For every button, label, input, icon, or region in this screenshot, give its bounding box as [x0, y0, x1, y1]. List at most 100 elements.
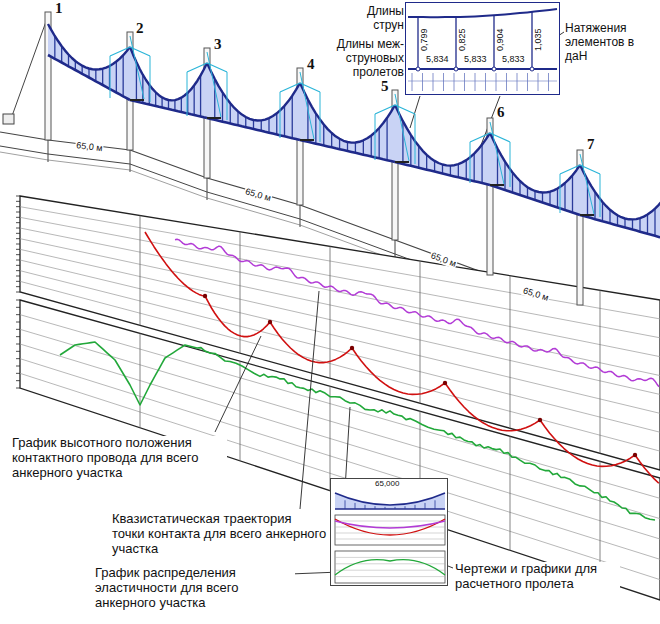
- dropper: [386, 118, 387, 160]
- axis-tick: [16, 249, 20, 250]
- stitch-dropper: [600, 174, 601, 217]
- dropper: [458, 164, 459, 177]
- axis-tick: [16, 314, 20, 315]
- dropper: [549, 192, 550, 205]
- grid-line: [335, 533, 445, 534]
- axis-tick: [16, 196, 20, 197]
- dropper: [102, 69, 103, 85]
- dropper: [405, 506, 406, 509]
- dropper: [481, 145, 482, 184]
- grid-line: [140, 216, 141, 326]
- axis-tick: [16, 201, 20, 202]
- catenary-band: [580, 165, 660, 240]
- stitch-dropper: [320, 92, 321, 142]
- grid-line: [335, 521, 445, 522]
- contact-wire: [395, 162, 490, 185]
- stitch-wire: [560, 165, 600, 174]
- span-tick: [130, 147, 131, 172]
- axis-tick: [16, 307, 20, 308]
- stitch-dropper: [375, 114, 376, 160]
- dropper: [654, 209, 655, 236]
- grid-line: [20, 207, 660, 319]
- cantilever: [490, 122, 504, 184]
- dropper: [504, 162, 505, 190]
- catenary-band: [335, 493, 445, 509]
- dropper: [557, 189, 558, 208]
- support-point: [633, 453, 637, 457]
- support-point: [443, 381, 447, 385]
- messenger-wire: [335, 493, 445, 505]
- tension-tick: [412, 73, 413, 91]
- axis-tick: [16, 222, 20, 223]
- tension-tick: [517, 73, 518, 91]
- dropper-length: 1,035: [534, 28, 543, 51]
- dropper: [379, 128, 380, 158]
- grid-line: [330, 386, 331, 490]
- dropper: [355, 503, 356, 509]
- axis-tick: [16, 358, 20, 359]
- axis-tick: [16, 388, 20, 389]
- dropper: [245, 117, 246, 127]
- dropper: [237, 111, 238, 125]
- cantilever: [395, 161, 409, 163]
- messenger-wire: [408, 9, 557, 17]
- dropper: [123, 55, 124, 96]
- dropper: [385, 507, 386, 509]
- axis-tick: [16, 344, 20, 345]
- dropper: [331, 133, 332, 147]
- dropper: [531, 12, 532, 69]
- dropper: [371, 136, 372, 157]
- stitch-dropper: [560, 174, 561, 213]
- tension-tick: [464, 73, 465, 91]
- clamp: [492, 67, 496, 71]
- span-drawing-thumbnail: 65,000: [330, 478, 448, 586]
- clamp: [416, 67, 420, 71]
- mini-red-curve: [335, 519, 445, 535]
- axis-tick: [16, 254, 20, 255]
- callout-text: График высотного положения контактного п…: [12, 436, 227, 481]
- leader-line: [448, 566, 453, 568]
- stitch-dropper: [470, 142, 471, 183]
- stitch-dropper: [415, 114, 416, 164]
- axis-tick: [16, 206, 20, 207]
- dropper: [194, 85, 195, 115]
- dropper: [116, 62, 117, 93]
- span-length: 5,834: [426, 55, 449, 64]
- axis-tick: [16, 380, 20, 381]
- stitch-dropper: [280, 92, 281, 138]
- stitch-dropper: [150, 56, 151, 102]
- mini-green-curve: [335, 560, 445, 575]
- dropper: [435, 500, 436, 509]
- dropper: [292, 96, 293, 138]
- pole-number: 5: [381, 78, 389, 95]
- dropper: [493, 15, 494, 69]
- support-point: [350, 346, 354, 350]
- dropper: [426, 155, 427, 170]
- axis-tick: [16, 217, 20, 218]
- messenger-wire: [395, 105, 490, 166]
- messenger-wire: [130, 47, 207, 100]
- anchor-weight: [3, 114, 14, 124]
- dropper: [417, 17, 418, 69]
- dropper: [284, 106, 285, 137]
- mini-grid: [335, 515, 445, 545]
- contact-wire: [335, 508, 445, 510]
- guy-wire: [12, 16, 48, 116]
- messenger-wire: [300, 83, 395, 143]
- contact-wire: [48, 55, 130, 100]
- pole-number: 3: [214, 36, 222, 53]
- axis-tick: [16, 322, 20, 323]
- dropper: [466, 160, 467, 179]
- dropper: [450, 166, 451, 176]
- stitch-dropper: [110, 56, 111, 98]
- span-length: 65,000: [375, 480, 399, 488]
- span-length: 5,833: [502, 55, 525, 64]
- grid-line: [335, 576, 445, 577]
- contact-wire: [130, 100, 207, 118]
- axis-tick: [16, 228, 20, 229]
- dropper: [261, 120, 262, 130]
- dropper-length: 0,799: [420, 28, 429, 51]
- dropper: [602, 202, 603, 221]
- axis-tick: [16, 281, 20, 282]
